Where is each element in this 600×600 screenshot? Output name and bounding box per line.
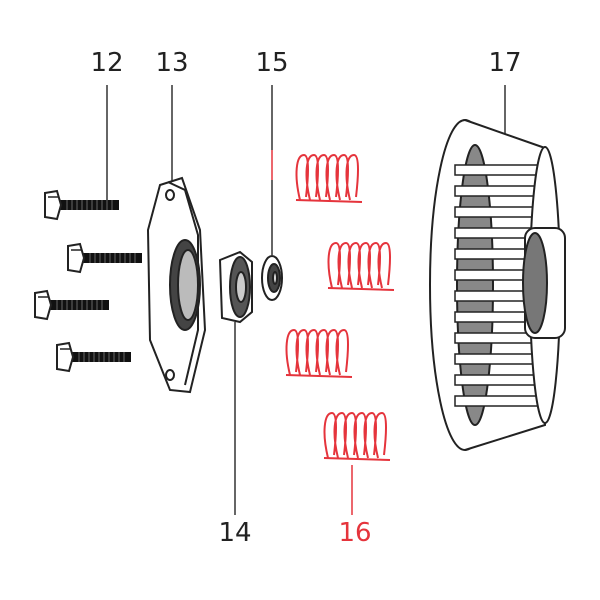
callout-17: 17: [488, 48, 522, 78]
spring: [327, 241, 391, 289]
leader-lines: [106, 85, 506, 515]
callout-14: 14: [218, 518, 252, 548]
bolt: [56, 341, 131, 373]
spring: [285, 328, 349, 376]
bolt: [67, 242, 142, 274]
spring: [295, 153, 359, 201]
spring: [323, 411, 387, 459]
pulley: [429, 119, 566, 451]
callout-13: 13: [155, 48, 189, 78]
bolts: [34, 189, 142, 373]
springs: [285, 153, 395, 461]
flange-plate: [146, 176, 207, 394]
nut: [218, 250, 253, 324]
bolt: [34, 289, 109, 321]
bolt: [44, 189, 119, 221]
washer: [261, 255, 283, 301]
callout-12: 12: [90, 48, 124, 78]
callout-15: 15: [255, 48, 289, 78]
callout-16: 16: [338, 518, 372, 548]
